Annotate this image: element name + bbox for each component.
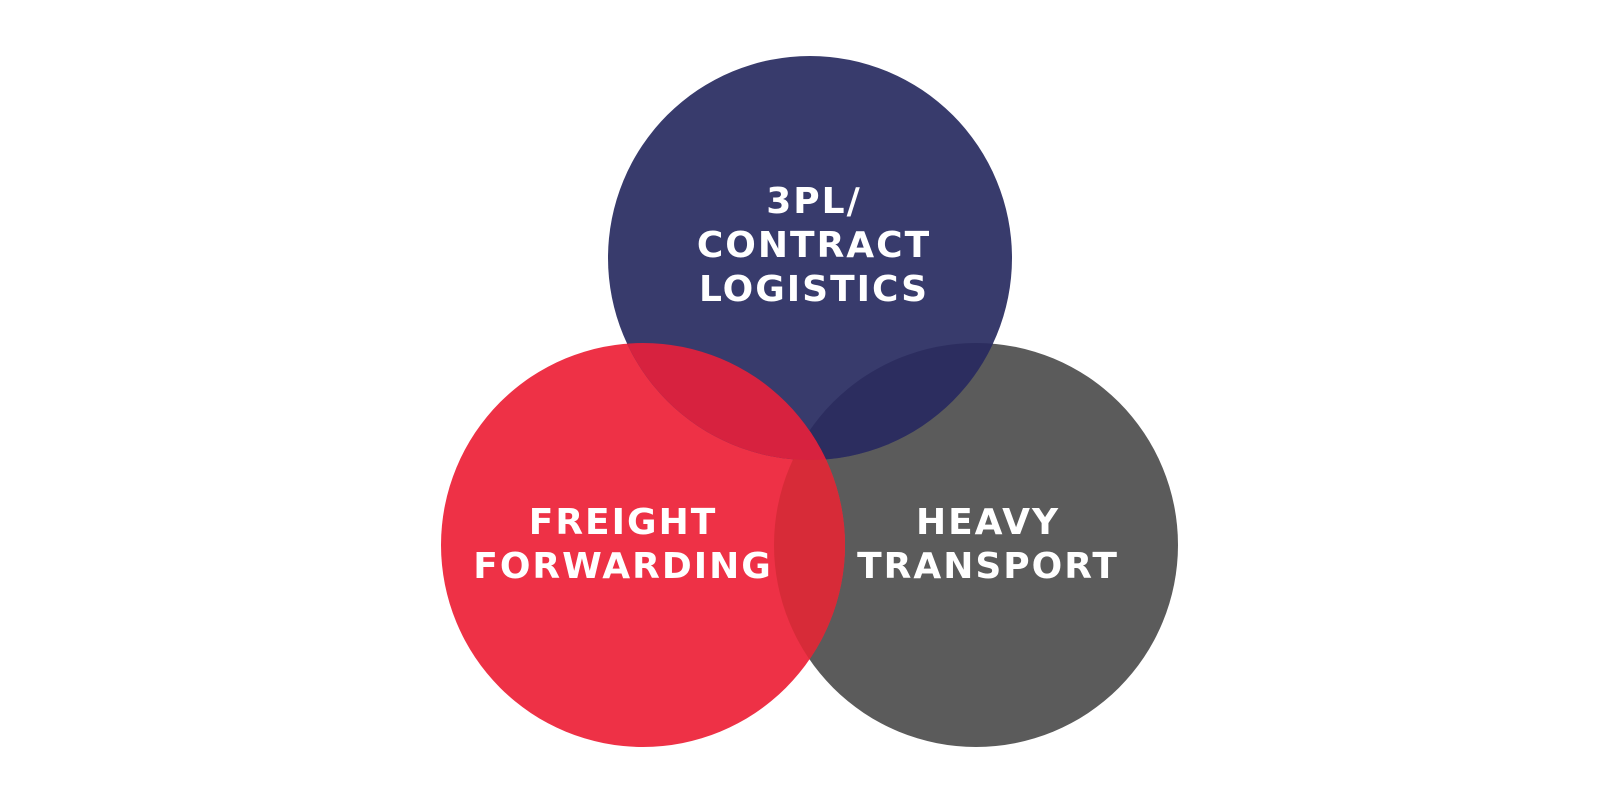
label-line: LOGISTICS: [698, 269, 930, 310]
label-line: HEAVY: [915, 502, 1061, 543]
label-contract-logistics: 3PL/ CONTRACT LOGISTICS: [697, 180, 931, 312]
overlap-top-right: [774, 343, 1012, 460]
overlap-top-left: [608, 343, 845, 460]
label-line: CONTRACT: [696, 225, 932, 266]
label-heavy-transport: HEAVY TRANSPORT: [857, 501, 1119, 589]
label-line: TRANSPORT: [857, 546, 1119, 587]
label-line: FREIGHT: [528, 502, 718, 543]
label-freight-forwarding: FREIGHT FORWARDING: [473, 501, 773, 589]
label-line: FORWARDING: [473, 546, 773, 587]
label-line: 3PL/: [766, 181, 862, 222]
